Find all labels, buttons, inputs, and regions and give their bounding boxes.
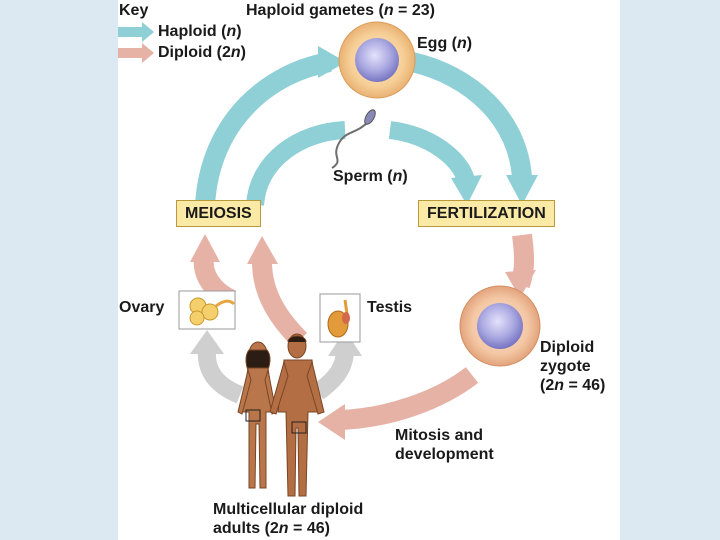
sperm-label: Sperm (n) xyxy=(333,168,408,185)
key-haploid-label: Haploid (n) xyxy=(158,23,242,40)
haploid-gametes-label: Haploid gametes (n = 23) xyxy=(246,2,435,19)
male-marker-box xyxy=(291,421,307,434)
haploid-outer-arrow xyxy=(195,52,532,206)
diploid-meiosis-arrowhead-left xyxy=(190,234,220,262)
haploid-outer-arrowhead-egg xyxy=(318,46,346,78)
key-haploid-arrow xyxy=(118,22,154,42)
grey-arrowhead-ovary xyxy=(190,330,224,354)
haploid-inner-arrow xyxy=(246,121,475,207)
testis-icon xyxy=(319,293,361,343)
diploid-meiosis-arrowhead-right xyxy=(247,236,278,264)
adults-label: Multicellular diploid adults (2n = 46) xyxy=(213,501,364,537)
haploid-inner-arrowhead xyxy=(451,175,482,205)
ovary-label: Ovary xyxy=(119,299,165,316)
zygote-cell xyxy=(459,285,541,367)
zygote-label: Diploid zygote (2n = 46) xyxy=(540,339,606,394)
key-diploid-arrow xyxy=(118,43,154,63)
fertilization-label: FERTILIZATION xyxy=(418,200,555,227)
grey-arrows xyxy=(197,347,354,404)
grey-arrowhead-testis xyxy=(328,330,362,356)
sperm-cell xyxy=(331,109,376,169)
mitosis-label: Mitosis and development xyxy=(395,427,494,463)
diploid-zygote-arrowhead xyxy=(505,270,536,298)
haploid-outer-arrowhead-fert xyxy=(506,175,538,205)
key-diploid-label: Diploid (2n) xyxy=(158,44,246,61)
female-figure xyxy=(237,341,277,489)
egg-cell xyxy=(338,21,416,99)
ovary-icon xyxy=(178,290,236,330)
meiosis-label: MEIOSIS xyxy=(176,200,261,227)
female-marker-box xyxy=(245,409,261,422)
egg-label: Egg (n) xyxy=(417,35,473,52)
male-figure xyxy=(269,333,325,497)
testis-label: Testis xyxy=(367,299,413,316)
key-title: Key xyxy=(119,2,149,19)
diploid-adults-arrowhead xyxy=(318,404,345,440)
